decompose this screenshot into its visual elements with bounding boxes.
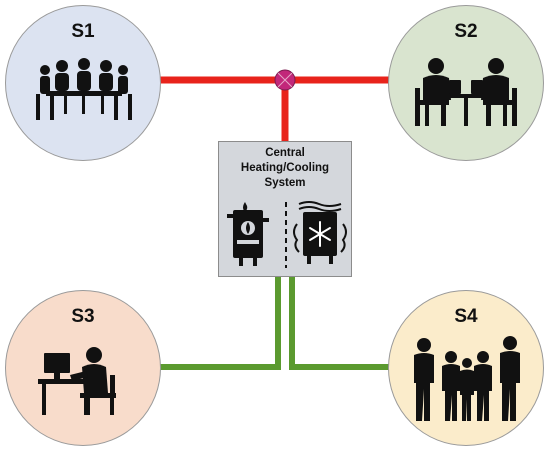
group-of-people-icon [414, 336, 520, 421]
pipe-junction [274, 69, 296, 91]
space-s3: S3 [5, 290, 161, 446]
space-label: S3 [71, 306, 95, 327]
people-at-laptops-icon [415, 58, 517, 126]
cooling-unit-icon [293, 201, 347, 264]
meeting-table-icon [36, 58, 132, 120]
central-unit-icons [227, 201, 347, 268]
space-label: S2 [454, 21, 478, 42]
central-unit-title: Central Heating/Cooling System [223, 146, 347, 191]
space-s4: S4 [388, 290, 544, 446]
central-unit-title-line: Heating/Cooling [240, 162, 330, 174]
central-unit-title-line: System [264, 177, 306, 189]
boiler-icon [227, 202, 269, 266]
person-at-computer-desk-icon [38, 347, 116, 415]
space-s1: S1 [5, 5, 161, 161]
space-s2: S2 [388, 5, 544, 161]
central-heating-cooling-unit: Central Heating/Cooling System [218, 141, 352, 277]
space-label: S4 [454, 306, 478, 327]
space-label: S1 [71, 21, 95, 42]
central-unit-title-line: Central [265, 147, 305, 159]
